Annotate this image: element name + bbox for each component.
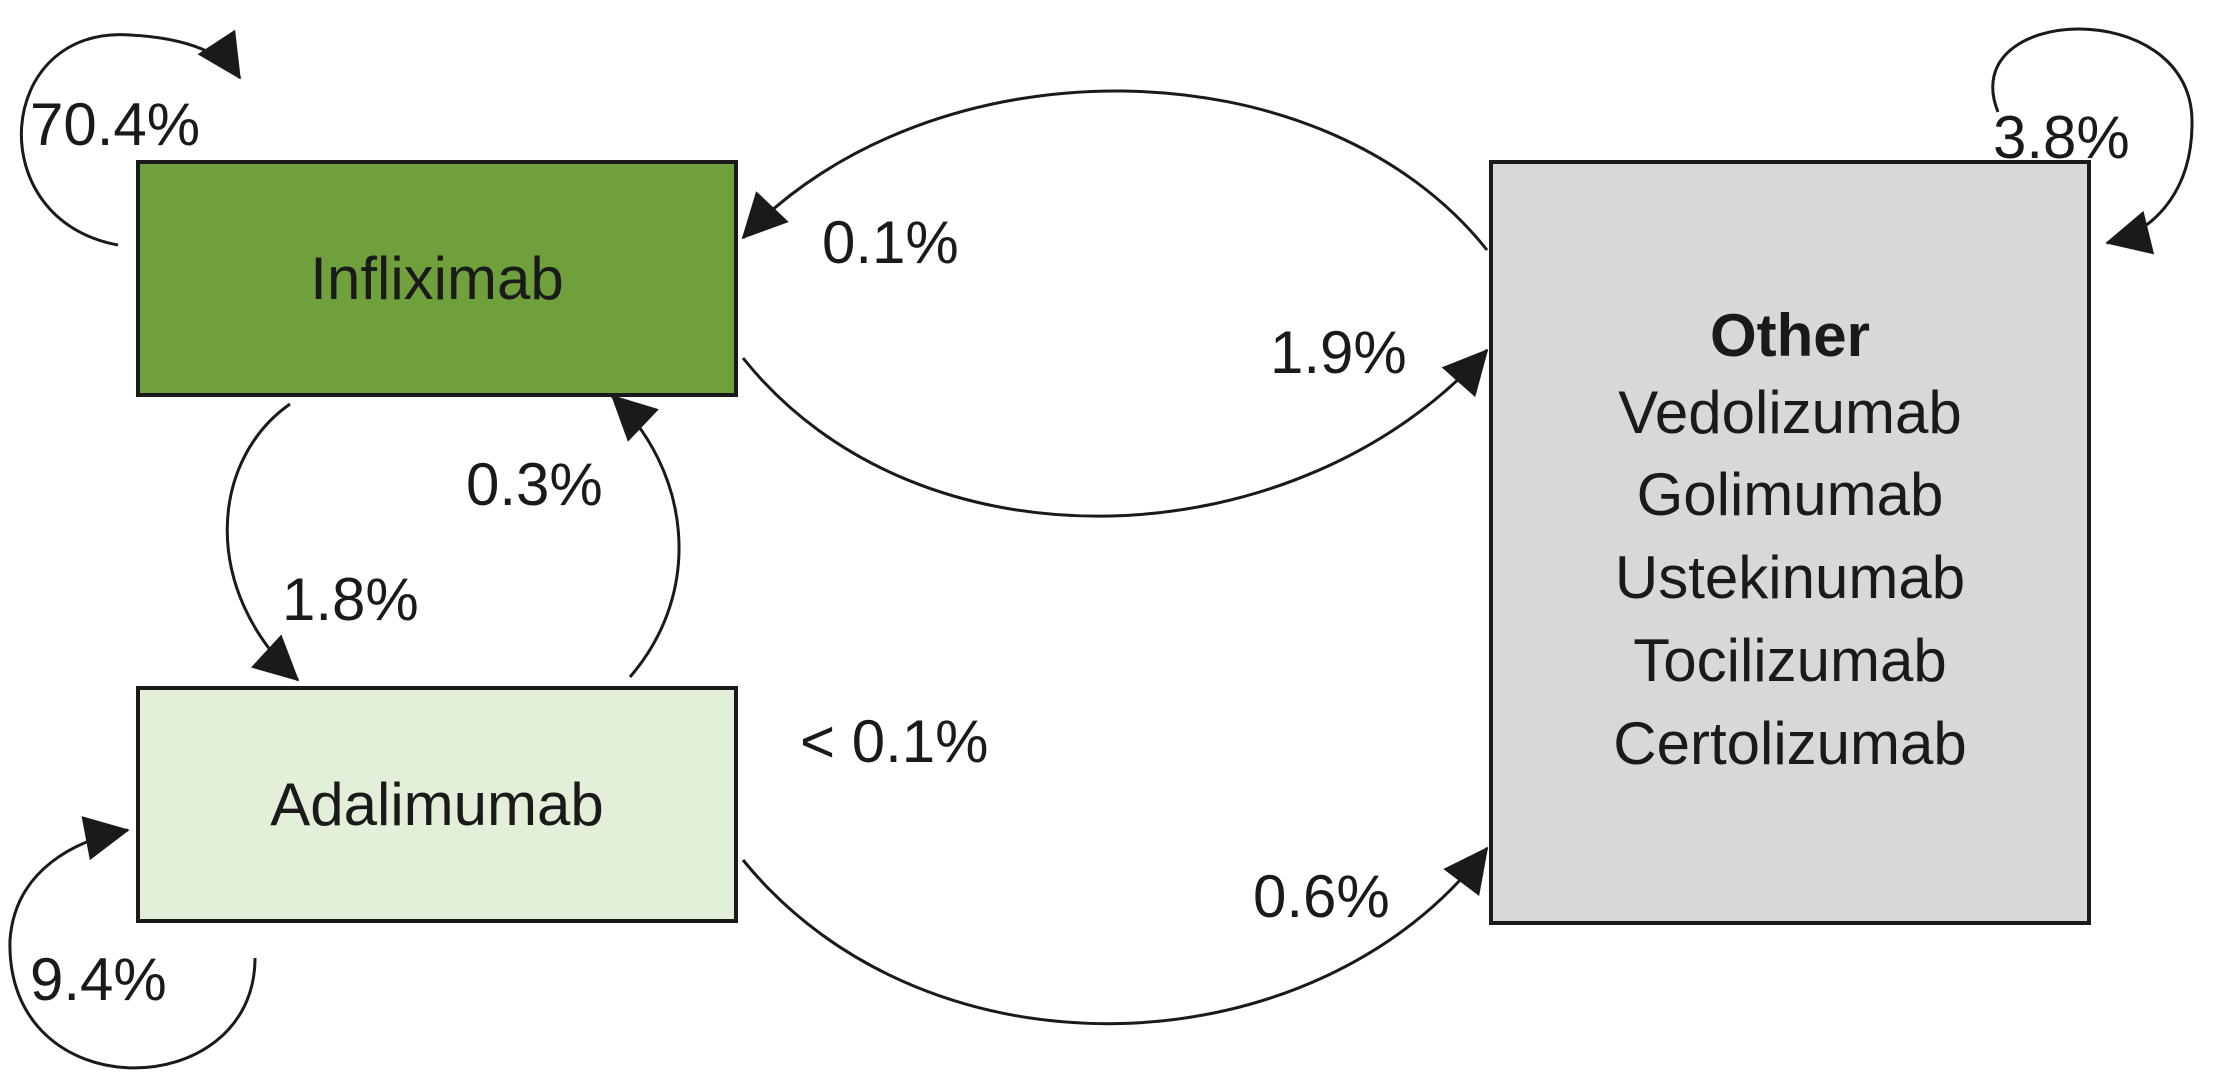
- label-infliximab-to-other: 1.9%: [1270, 319, 1407, 386]
- node-infliximab: Infliximab: [136, 160, 738, 397]
- label-infliximab-to-adalimumab: 1.8%: [282, 566, 419, 633]
- other-title: Other: [1709, 301, 1871, 369]
- node-adalimumab: Adalimumab: [136, 686, 738, 923]
- label-infliximab-self: 70.4%: [30, 91, 201, 158]
- label-adalimumab-self: 9.4%: [30, 946, 167, 1013]
- label-other-to-infliximab: 0.1%: [822, 209, 959, 276]
- other-item: Ustekinumab: [1614, 544, 1966, 612]
- arrow-adalimumab-self: [8, 816, 257, 1070]
- infliximab-label: Infliximab: [310, 244, 564, 312]
- arrow-infliximab-to-other: [741, 348, 1489, 518]
- other-item: Tocilizumab: [1633, 626, 1947, 694]
- label-other-to-adalimumab: < 0.1%: [800, 708, 989, 775]
- arrow-infliximab-self: [20, 29, 242, 247]
- label-other-self: 3.8%: [1993, 104, 2130, 171]
- arrow-other-self: [1991, 27, 2194, 255]
- adalimumab-label: Adalimumab: [270, 770, 604, 838]
- arrow-adalimumab-to-other: [741, 846, 1489, 1026]
- arrow-adalimumab-to-infliximab: [610, 394, 681, 678]
- other-item: Certolizumab: [1613, 709, 1967, 777]
- other-item: Vedolizumab: [1618, 378, 1962, 446]
- arrow-infliximab-to-adalimumab: [225, 402, 300, 682]
- label-adalimumab-to-other: 0.6%: [1253, 863, 1390, 930]
- arrow-other-to-infliximab: [741, 89, 1489, 251]
- label-adalimumab-to-infliximab: 0.3%: [466, 451, 603, 518]
- other-item: Golimumab: [1636, 461, 1944, 529]
- node-other: Other Vedolizumab Golimumab Ustekinumab …: [1489, 160, 2091, 925]
